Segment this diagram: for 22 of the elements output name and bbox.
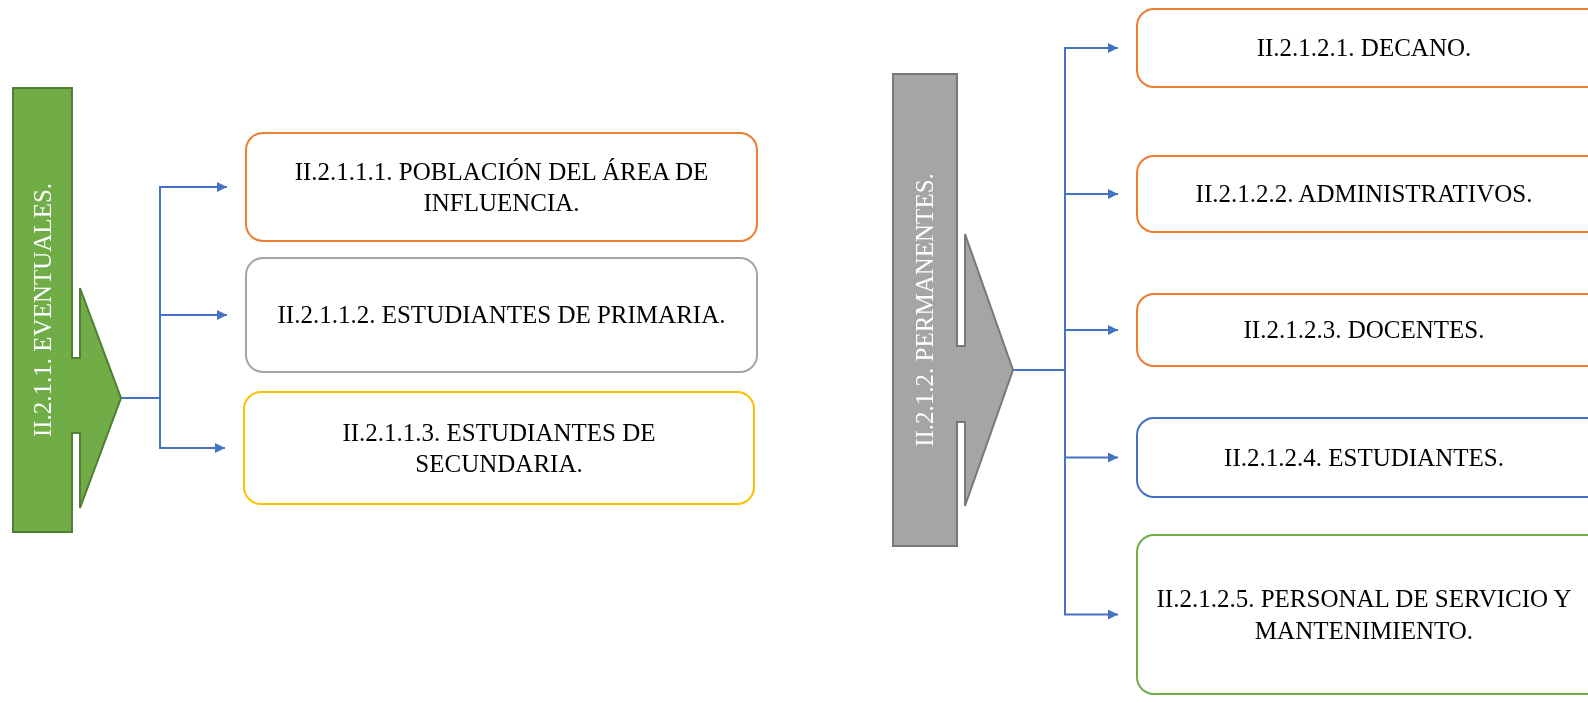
text-box	[1136, 155, 1588, 233]
arrow	[1012, 369, 1119, 620]
text-box	[243, 391, 755, 505]
text-box	[1136, 293, 1588, 367]
box-label: II.2.1.2.5. PERSONAL DE SERVICIO Y MANTENIMIENTO.	[1155, 584, 1573, 646]
rotated-label: II.2.1.2. PERMANENTES.	[911, 173, 939, 447]
arrow-shape	[13, 88, 121, 532]
box-label: II.2.1.2.1. DECANO.	[1255, 33, 1473, 64]
box-label: II.2.1.2.4. ESTUDIANTES.	[1223, 442, 1505, 473]
text-box	[1136, 534, 1588, 695]
arrow-shape	[893, 74, 1013, 546]
box-label: II.2.1.2.2. ADMINISTRATIVOS.	[1194, 179, 1534, 210]
rotated-label: II.2.1.1. EVENTUALES.	[28, 182, 57, 438]
text-box	[1136, 8, 1588, 88]
text-box	[245, 132, 758, 242]
text-box	[245, 257, 758, 373]
box-label: II.2.1.1.2. ESTUDIANTES DE PRIMARIA.	[276, 300, 727, 331]
text-box	[1136, 417, 1588, 498]
box-label: II.2.1.1.3. ESTUDIANTES DE SECUNDARIA.	[341, 417, 657, 479]
arrow	[120, 397, 226, 453]
box-label: II.2.1.2.3. DOCENTES.	[1242, 315, 1486, 346]
box-label: II.2.1.1.1. POBLACIÓN DEL ÁREA DE INFLUENCIA.	[293, 156, 710, 218]
